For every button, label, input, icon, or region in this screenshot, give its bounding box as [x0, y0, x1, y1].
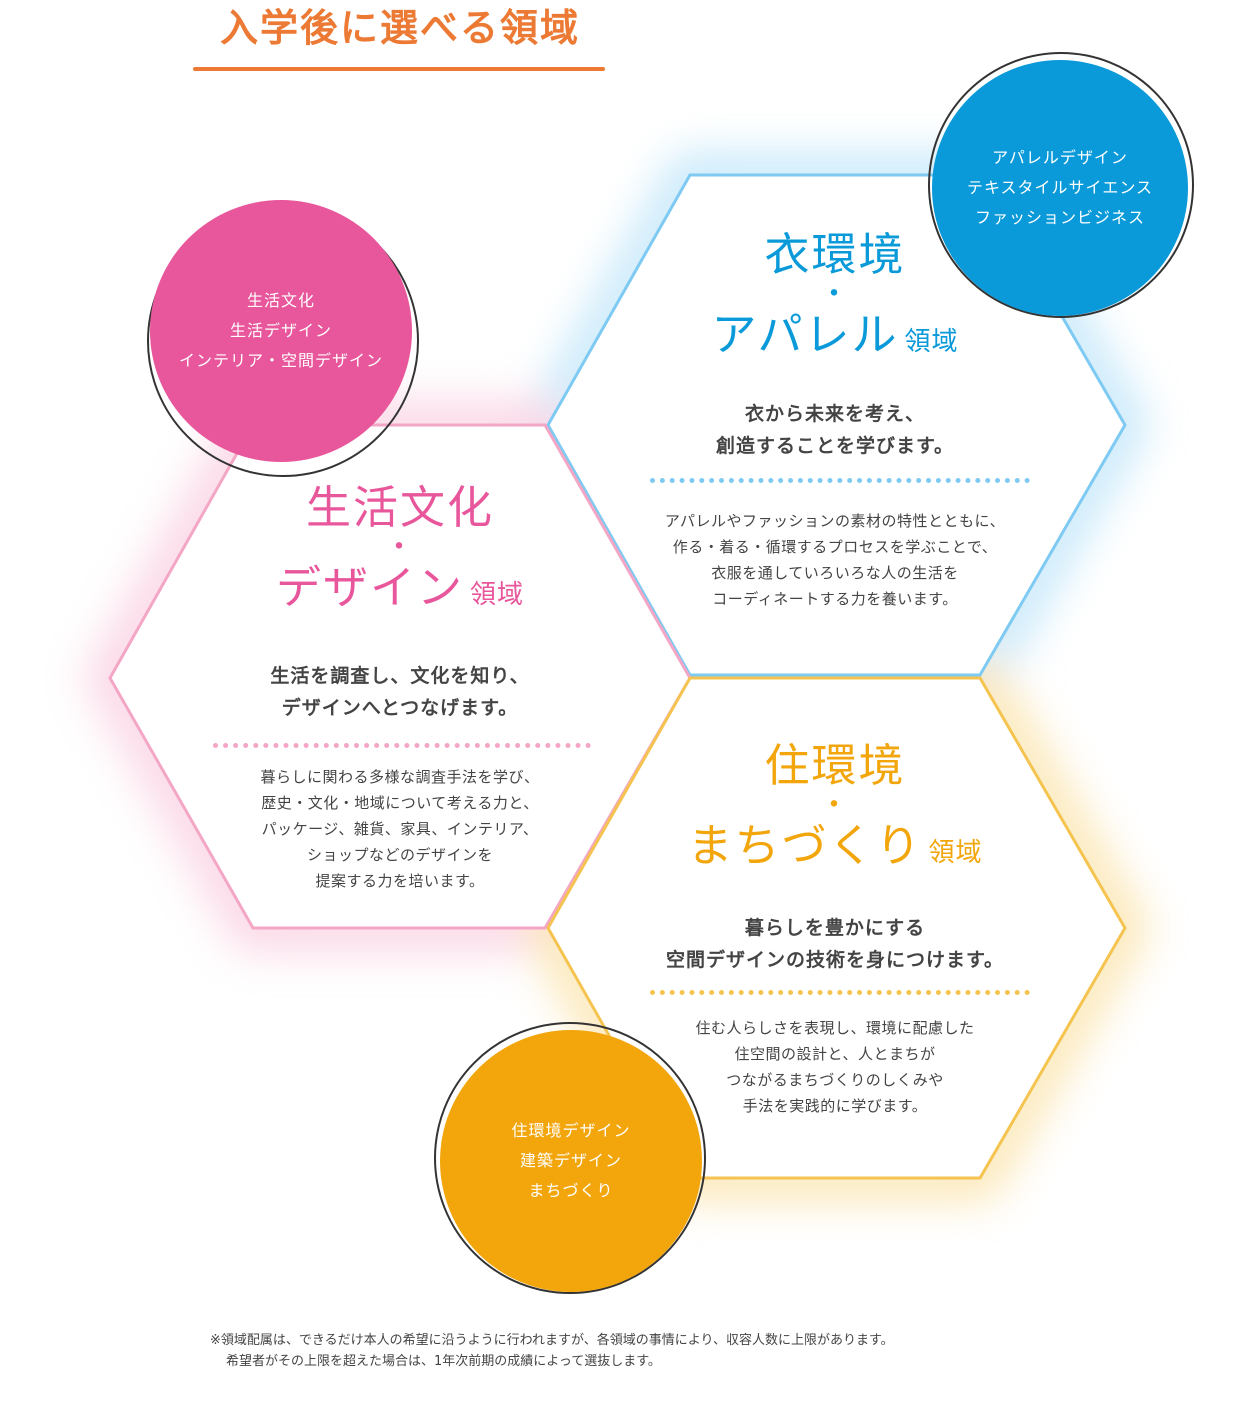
apparel-dotted-divider	[650, 478, 1030, 483]
footnote: ※領域配属は、できるだけ本人の希望に沿うように行われますが、各領域の事情により、…	[210, 1330, 1110, 1372]
course-interior-space-design: インテリア・空間デザイン	[178, 351, 383, 370]
life-heading-dot: ・	[384, 530, 416, 565]
life-heading: 生活文化 ・ デザイン領域	[200, 478, 600, 625]
life-lead: 生活を調査し、文化を知り、 デザインへとつなげます。	[270, 665, 530, 719]
course-housing-design: 住環境デザイン	[511, 1121, 631, 1140]
course-fashion-business: ファッションビジネス	[974, 208, 1145, 227]
life-courses-circle: 生活文化 生活デザイン インテリア・空間デザイン	[150, 200, 412, 462]
life-heading-line1: 生活文化	[305, 481, 494, 534]
course-town-planning: まちづくり	[528, 1181, 614, 1200]
title-underline	[193, 67, 605, 71]
housing-dotted-divider	[650, 990, 1030, 995]
housing-heading-dot: ・	[819, 788, 851, 823]
apparel-circle-ring	[928, 52, 1194, 318]
housing-heading: 住環境 ・ まちづくり領域	[640, 736, 1030, 883]
course-textile-science: テキスタイルサイエンス	[966, 178, 1154, 197]
apparel-lead: 衣から未来を考え、 創造することを学びます。	[715, 403, 955, 457]
course-architecture-design: 建築デザイン	[519, 1151, 622, 1170]
hexagon-housing	[546, 676, 1127, 1180]
apparel-description: アパレルやファッションの素材の特性とともに、 作る・着る・循環するプロセスを学ぶ…	[664, 512, 1006, 608]
life-heading-suffix: 領域	[470, 580, 525, 610]
housing-heading-suffix: 領域	[928, 838, 983, 868]
apparel-heading: 衣環境 ・ アパレル領域	[640, 225, 1030, 372]
course-life-design: 生活デザイン	[229, 321, 332, 340]
housing-heading-line2: まちづくり	[687, 819, 923, 872]
housing-description: 住む人らしさを表現し、環境に配慮した 住空間の設計と、人とまちが つながるまちづ…	[695, 1019, 975, 1115]
housing-lead: 暮らしを豊かにする 空間デザインの技術を身につけます。	[665, 917, 1005, 971]
page-title: 入学後に選べる領域	[219, 6, 580, 50]
course-life-culture: 生活文化	[246, 291, 315, 310]
footnote-line-2: 希望者がその上限を超えた場合は、1年次前期の成績によって選抜します。	[226, 1354, 661, 1369]
life-description: 暮らしに関わる多様な調査手法を学び、 歴史・文化・地域について考える力と、 パッ…	[260, 768, 540, 890]
apparel-heading-line1: 衣環境	[764, 228, 906, 281]
apparel-heading-suffix: 領域	[904, 327, 959, 357]
life-heading-line2: デザイン	[275, 561, 464, 614]
course-apparel-design: アパレルデザイン	[992, 148, 1128, 167]
housing-circle-ring	[434, 1022, 706, 1294]
apparel-heading-dot: ・	[819, 277, 851, 312]
apparel-courses-circle: アパレルデザイン テキスタイルサイエンス ファッションビジネス	[932, 60, 1188, 316]
hexagon-life	[108, 423, 692, 930]
footnote-line-1: ※領域配属は、できるだけ本人の希望に沿うように行われますが、各領域の事情により、…	[210, 1333, 894, 1348]
housing-courses-circle: 住環境デザイン 建築デザイン まちづくり	[440, 1030, 702, 1292]
housing-heading-line1: 住環境	[764, 739, 906, 792]
life-dotted-divider	[213, 743, 591, 748]
apparel-heading-line2: アパレル	[711, 308, 899, 361]
